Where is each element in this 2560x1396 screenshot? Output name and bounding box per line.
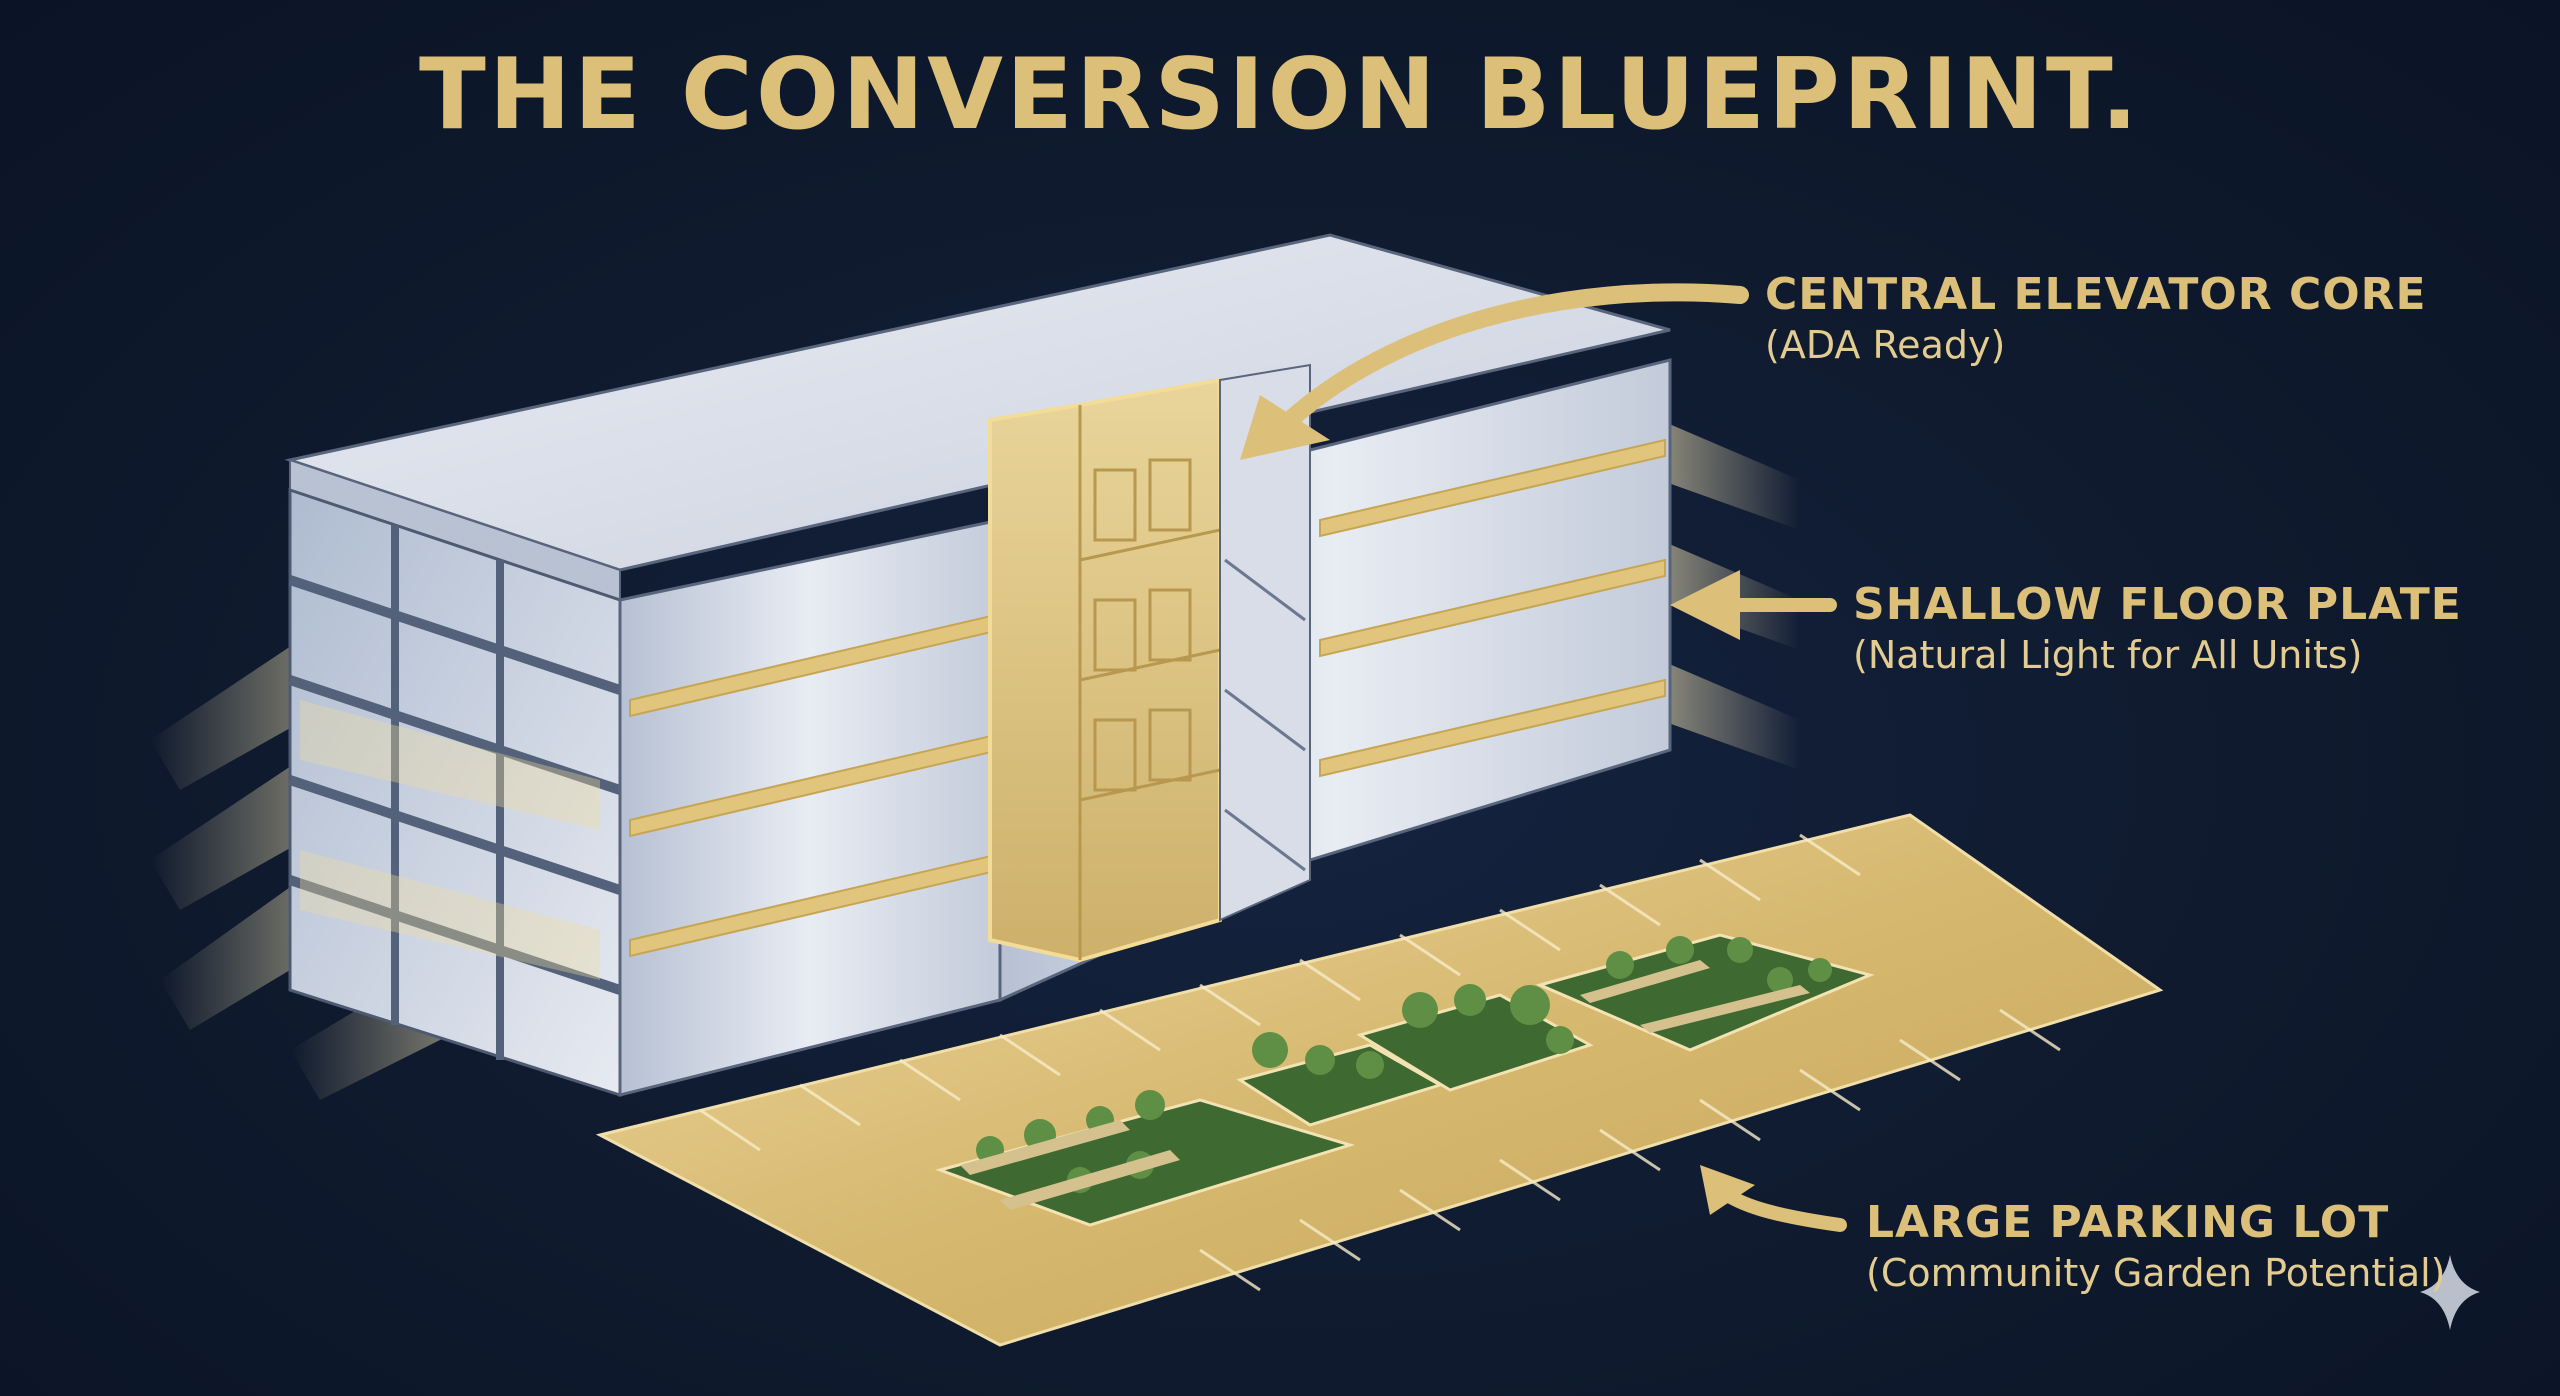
callout-elevator-sub: (ADA Ready) [1765, 322, 2006, 367]
callout-parking-lot: LARGE PARKING LOT (Community Garden Pote… [1866, 1197, 2446, 1298]
building-roof [284, 233, 1671, 602]
callout-elevator-core: CENTRAL ELEVATOR CORE (ADA Ready) [1765, 269, 2427, 370]
arrow-parking [1700, 1165, 1847, 1232]
callout-floor-plate-sub: (Natural Light for All Units) [1853, 632, 2363, 677]
sparkle-icon [2420, 1255, 2480, 1330]
callout-floor-plate: SHALLOW FLOOR PLATE (Natural Light for A… [1853, 579, 2462, 680]
arrow-floor-plate [1670, 570, 1837, 640]
callout-parking-heading: LARGE PARKING LOT [1866, 1197, 2390, 1248]
callout-parking-sub: (Community Garden Potential) [1866, 1250, 2446, 1295]
building-facade [288, 487, 622, 1098]
community-garden [935, 933, 1875, 1227]
page-title: THE CONVERSION BLUEPRINT. [418, 38, 2142, 152]
callout-elevator-heading: CENTRAL ELEVATOR CORE [1765, 269, 2427, 320]
arrow-elevator [1240, 283, 1749, 460]
elevator-core [988, 363, 1311, 963]
callout-floor-plate-heading: SHALLOW FLOOR PLATE [1853, 579, 2462, 630]
